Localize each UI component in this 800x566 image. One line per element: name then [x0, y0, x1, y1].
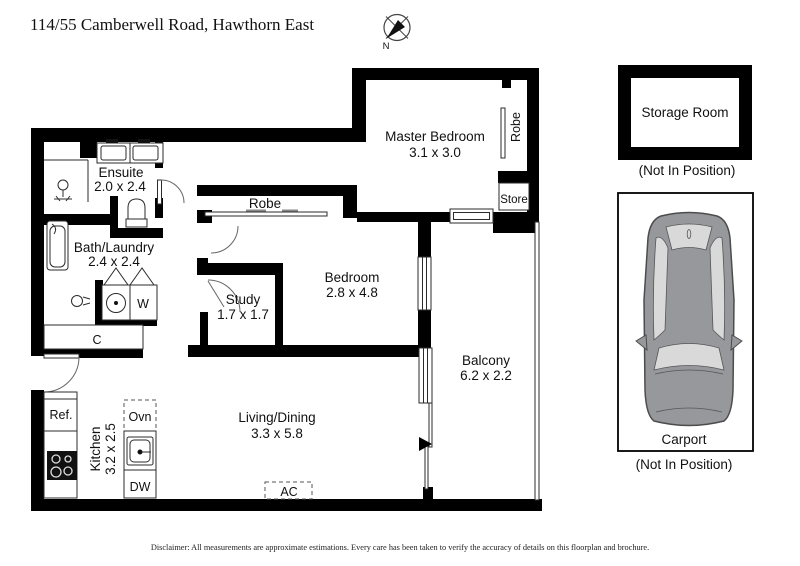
carport-note: (Not In Position) [636, 457, 733, 472]
shower-icon [54, 179, 72, 202]
bedroom-label: Bedroom [325, 270, 380, 285]
room-labels: Ensuite 2.0 x 2.4 Bath/Laundry 2.4 x 2.4… [74, 112, 528, 475]
balcony-railing [534, 221, 540, 501]
car-top-view-icon [635, 211, 743, 427]
sliding-door-panel [428, 402, 433, 448]
store-box [498, 182, 530, 211]
master-bedroom-label: Master Bedroom [385, 129, 485, 144]
apartment-walls [31, 68, 542, 511]
window-living [418, 347, 433, 404]
tap-icon [51, 223, 57, 235]
laundry-trough-icon [106, 293, 126, 313]
toilet-icon [125, 198, 148, 228]
kitchen-sink-icon [126, 436, 154, 466]
study-dims: 1.7 x 1.7 [217, 307, 269, 322]
bathtub-icon [46, 220, 69, 271]
living-dining-label: Living/Dining [238, 410, 315, 425]
master-robe-slider [500, 107, 506, 159]
ensuite-dims: 2.0 x 2.4 [94, 179, 146, 194]
carport-label: Carport [661, 432, 706, 447]
study-door-arc [207, 279, 241, 313]
bifold-door [103, 267, 129, 286]
robe-slider-track [204, 211, 328, 217]
master-bedroom-dims: 3.1 x 3.0 [409, 145, 461, 160]
sliding-door-panel [424, 444, 429, 490]
living-dining-dims: 3.3 x 5.8 [251, 426, 303, 441]
bath-laundry-fixtures [43, 220, 158, 350]
ac-dashed-box [264, 481, 313, 500]
cupboard-label: C [92, 333, 101, 347]
sink-icon [132, 145, 159, 161]
kitchen-dims: 3.2 x 2.5 [103, 423, 118, 475]
entry-door-arc [43, 356, 80, 393]
fixture-labels: Ref. Ovn DW W C AC [50, 297, 298, 499]
ensuite-door-leaf [157, 179, 162, 205]
hall-robe-label: Robe [249, 196, 281, 211]
tap-icon [106, 139, 118, 143]
page-title: 114/55 Camberwell Road, Hawthorn East [30, 15, 314, 34]
ensuite-label: Ensuite [98, 165, 143, 180]
window-bedroom [417, 256, 432, 311]
cupboard [43, 324, 144, 350]
entry-door-leaf [43, 353, 80, 359]
doors [43, 179, 241, 393]
dishwasher-label: DW [130, 480, 151, 494]
cooktop-icon [47, 451, 77, 480]
carport: Carport (Not In Position) [617, 192, 754, 472]
balcony-label: Balcony [462, 353, 510, 368]
compass-icon: N [383, 13, 411, 52]
storage-room: Storage Room (Not In Position) [618, 65, 752, 178]
master-robe-label: Robe [509, 112, 523, 142]
bath-laundry-label: Bath/Laundry [74, 240, 155, 255]
sink-icon [100, 145, 127, 161]
robes-store [204, 107, 530, 217]
kitchen-fixtures [43, 391, 157, 499]
sliding-door-arrow-icon [419, 437, 432, 451]
ensuite-door-arc [160, 179, 185, 204]
ensuite-fixtures [44, 139, 164, 228]
store-label: Store [500, 194, 528, 206]
tap-icon [138, 139, 150, 143]
bath-laundry-dims: 2.4 x 2.4 [88, 254, 140, 269]
bedroom-dims: 2.8 x 4.8 [326, 285, 378, 300]
hall-door-arc [210, 225, 239, 254]
basin-icon [71, 295, 83, 307]
study-door-leaf [207, 280, 225, 308]
storage-room-note: (Not In Position) [639, 163, 736, 178]
ac-label: AC [280, 485, 297, 499]
oven-label: Ovn [129, 410, 152, 424]
bifold-door [129, 267, 155, 286]
washer-label: W [137, 297, 149, 311]
kitchen-label: Kitchen [88, 426, 103, 471]
window-master [449, 208, 494, 224]
kitchen-bench [43, 391, 78, 499]
fridge-label: Ref. [50, 408, 73, 422]
windows [417, 208, 540, 501]
study-label: Study [226, 292, 261, 307]
disclaimer-text: Disclaimer: All measurements are approxi… [151, 543, 649, 552]
balcony-dims: 6.2 x 2.2 [460, 368, 512, 383]
storage-room-label: Storage Room [641, 105, 728, 120]
compass-north-label: N [383, 41, 390, 52]
